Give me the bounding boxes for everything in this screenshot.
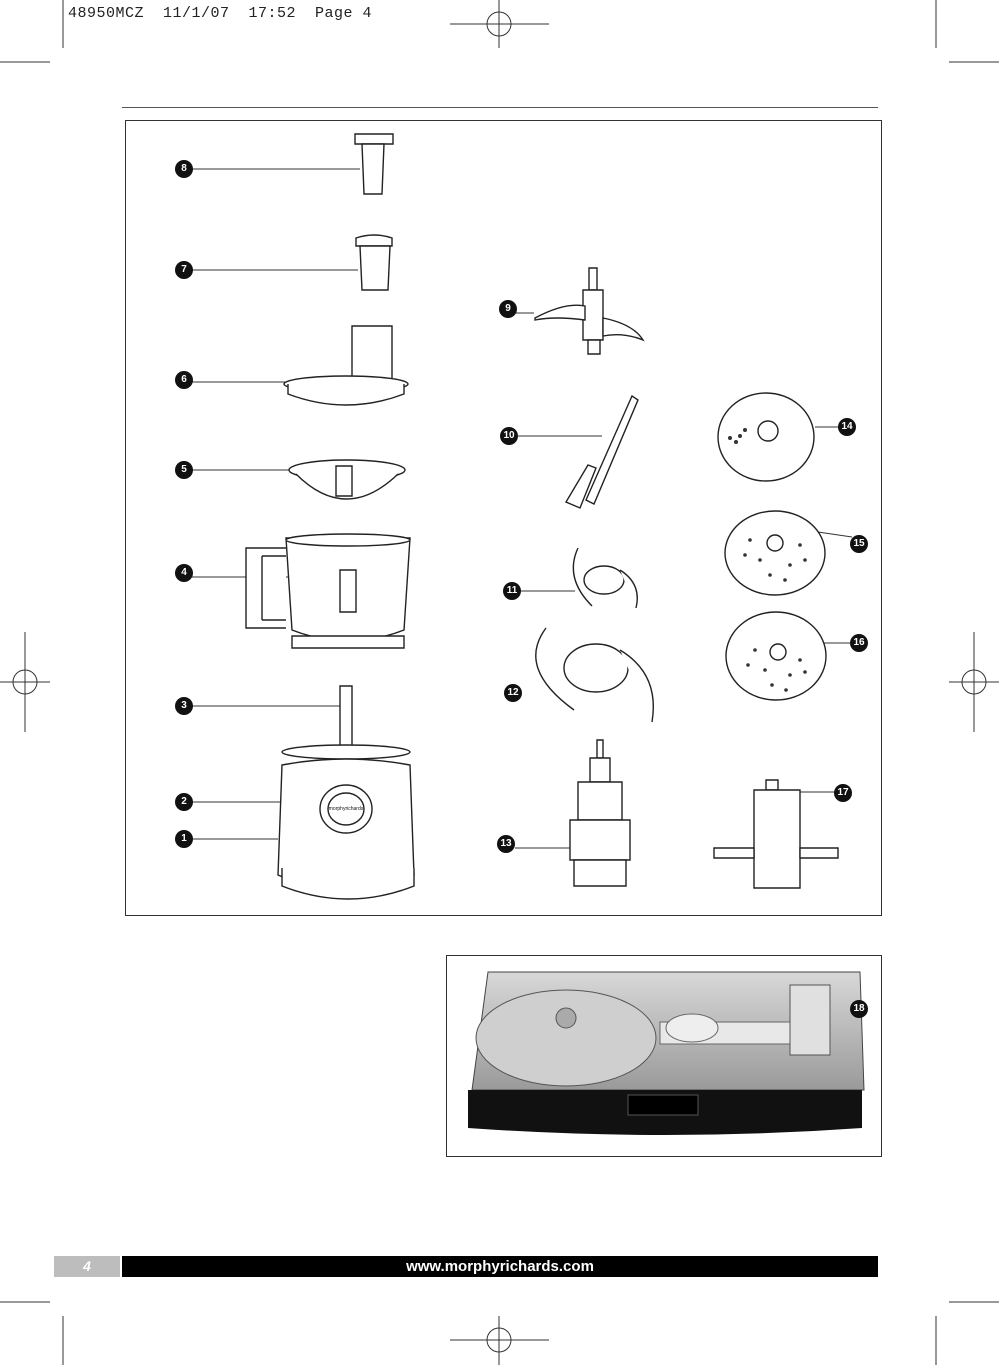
part-badge: 4 [175,564,193,582]
page-number: 4 [54,1256,120,1277]
part-badge: 16 [850,634,868,652]
part-badge: 9 [499,300,517,318]
part-badge: 18 [850,1000,868,1018]
parts-diagram [125,120,882,916]
part-badge: 1 [175,830,193,848]
part-badge: 7 [175,261,193,279]
part-badge: 10 [500,427,518,445]
storage-box-photo [446,955,882,1157]
part-badge: 8 [175,160,193,178]
base-brand-label: morphyrichards [328,806,364,812]
part-badge: 17 [834,784,852,802]
part-badge: 3 [175,697,193,715]
part-badge: 15 [850,535,868,553]
part-badge: 6 [175,371,193,389]
part-badge: 13 [497,835,515,853]
part-badge: 11 [503,582,521,600]
pusher-illustration [354,133,394,145]
top-rule [122,107,878,108]
part-badge: 5 [175,461,193,479]
part-badge: 12 [504,684,522,702]
part-badge: 14 [838,418,856,436]
website-url[interactable]: www.morphyrichards.com [122,1256,878,1277]
print-header: 48950MCZ 11/1/07 17:52 Page 4 [68,5,373,22]
part-badge: 2 [175,793,193,811]
